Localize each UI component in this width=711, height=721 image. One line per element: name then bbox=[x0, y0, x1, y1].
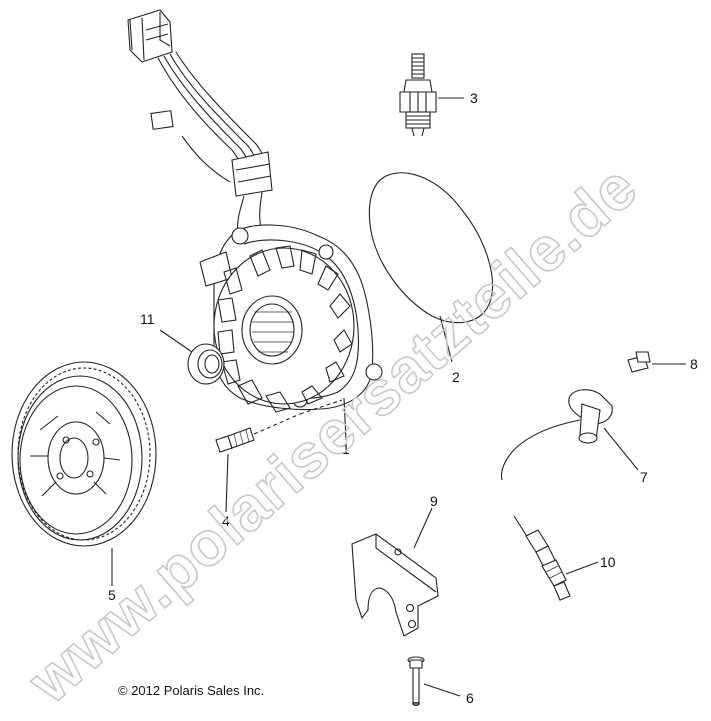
gasket bbox=[368, 172, 493, 324]
callout-2: 2 bbox=[452, 369, 460, 385]
callout-4: 4 bbox=[222, 513, 230, 529]
stator-windings bbox=[213, 245, 355, 413]
callout-10: 10 bbox=[600, 554, 616, 570]
leader-lines bbox=[111, 97, 686, 697]
speed-sensor bbox=[500, 389, 613, 481]
temperature-sensor bbox=[513, 515, 571, 601]
spark-plug bbox=[399, 53, 437, 137]
stator-assembly bbox=[127, 9, 383, 413]
callout-1: 1 bbox=[342, 441, 350, 457]
wire-harness-connector bbox=[127, 9, 173, 63]
callout-9: 9 bbox=[430, 493, 438, 509]
callout-3: 3 bbox=[470, 90, 478, 106]
stator-wires bbox=[150, 51, 273, 237]
bolt bbox=[215, 399, 343, 453]
small-bolt bbox=[627, 351, 651, 373]
callout-11: 11 bbox=[140, 311, 155, 327]
callout-5: 5 bbox=[108, 587, 116, 603]
copyright-notice: © 2012 Polaris Sales Inc. bbox=[118, 683, 264, 698]
callout-6: 6 bbox=[466, 690, 474, 706]
callout-8: 8 bbox=[690, 356, 698, 372]
oil-seal bbox=[187, 343, 225, 385]
mounting-bracket bbox=[351, 533, 439, 637]
flywheel bbox=[11, 361, 157, 547]
callout-7: 7 bbox=[640, 469, 648, 485]
callout-labels: 1 2 3 4 5 6 7 8 9 10 11 bbox=[108, 90, 698, 706]
rivet bbox=[407, 656, 425, 707]
